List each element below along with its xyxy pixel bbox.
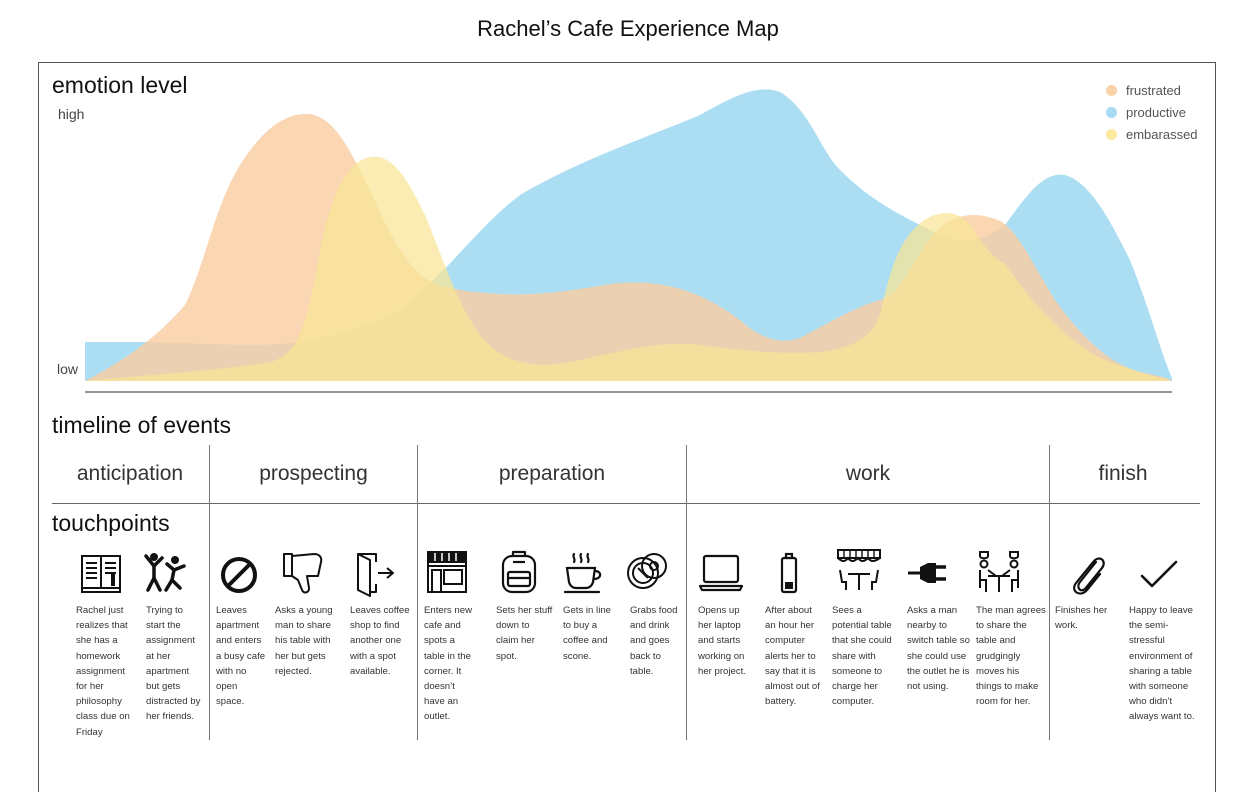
dancing-friends-icon — [144, 553, 186, 592]
checkmark-icon — [1140, 560, 1178, 588]
map-frame — [38, 62, 1216, 792]
touchpoint-text: The man agrees to share the table and gr… — [976, 605, 1046, 708]
phase-separator — [417, 445, 418, 740]
touchpoint-text: Happy to leave the semi-stressful enviro… — [1129, 605, 1195, 723]
power-plug-icon — [908, 563, 946, 583]
laptop-icon — [698, 554, 744, 592]
low-label: low — [57, 361, 79, 377]
storefront-icon — [427, 551, 467, 593]
coffee-cup-icon — [563, 552, 602, 594]
phase-separator — [209, 445, 210, 740]
phase-preparation: preparation — [498, 462, 606, 485]
shared-table-icon — [979, 551, 1019, 592]
legend-swatch-embarassed — [1106, 128, 1117, 140]
phase-separator — [1049, 445, 1050, 740]
phase-anticipation: anticipation — [76, 462, 184, 485]
paperclip-icon — [1073, 557, 1105, 595]
book-icon — [81, 555, 121, 593]
emotion-heading: emotion level — [52, 72, 188, 98]
touchpoint-text: Enters new cafe and spots a table in the… — [424, 605, 472, 723]
phase-work: work — [845, 462, 891, 485]
touchpoint-text: Opens up her laptop and starts working o… — [698, 605, 746, 677]
phase-separator — [686, 445, 687, 740]
timeline-heading: timeline of events — [52, 412, 231, 438]
touchpoint-text: Asks a young man to share his table with… — [275, 605, 333, 677]
backpack-icon — [501, 550, 537, 594]
touchpoint-text: Finishes her work. — [1055, 605, 1108, 632]
touchpoint-text: Leaves coffee shop to find another one w… — [350, 605, 410, 677]
low-battery-icon — [780, 552, 798, 594]
touchpoints-heading: touchpoints — [52, 510, 170, 536]
legend: frustrated productive embarassed — [1106, 79, 1198, 145]
phase-prospecting: prospecting — [259, 462, 368, 485]
touchpoint-text: After about an hour her computer alerts … — [765, 605, 820, 708]
food-plate-icon — [627, 553, 667, 589]
legend-swatch-frustrated — [1106, 84, 1117, 96]
touchpoint-text: Trying to start the assignment at her ap… — [146, 605, 201, 723]
touchpoint-text: Grabs food and drink and goes back to ta… — [630, 605, 678, 677]
touchpoint-text: Sees a potential table that she could sh… — [832, 605, 892, 708]
touchpoint-text: Sets her stuff down to claim her spot. — [496, 605, 553, 662]
legend-label-embarassed: embarassed — [1126, 126, 1198, 142]
thumbs-down-icon — [283, 553, 323, 594]
legend-item-productive: productive — [1106, 101, 1198, 123]
legend-item-frustrated: frustrated — [1106, 79, 1198, 101]
phase-finish: finish — [1098, 462, 1148, 485]
cafe-table-icon — [837, 549, 881, 590]
legend-swatch-productive — [1106, 106, 1117, 118]
touchpoint-text: Leaves apartment and enters a busy cafe … — [216, 605, 266, 708]
legend-item-embarassed: embarassed — [1106, 123, 1198, 145]
page-title: Rachel’s Cafe Experience Map — [477, 16, 779, 41]
legend-label-productive: productive — [1126, 104, 1186, 120]
high-label: high — [58, 106, 85, 122]
touchpoint-text: Asks a man nearby to switch table so she… — [907, 605, 970, 693]
prohibited-icon — [221, 557, 257, 593]
embarassed-area — [85, 156, 1172, 381]
touchpoint-text: Rachel just realizes that she has a home… — [76, 605, 130, 738]
phase-divider — [52, 503, 1200, 504]
emotion-chart — [85, 89, 1172, 393]
touchpoint-text: Gets in line to buy a coffee and scone. — [563, 605, 611, 662]
exit-door-icon — [357, 553, 394, 597]
legend-label-frustrated: frustrated — [1126, 82, 1181, 98]
